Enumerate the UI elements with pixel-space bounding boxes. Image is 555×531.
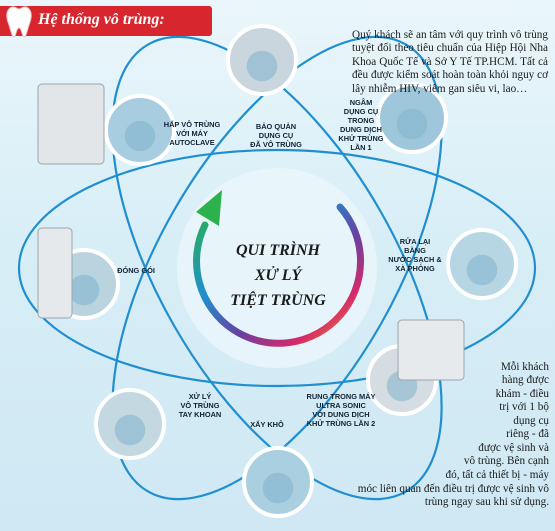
photo-autoclave-figure (124, 120, 156, 152)
step-label-hap: HẤP VÔ TRÙNG VỚI MÁY AUTOCLAVE (163, 120, 221, 147)
step-label-rung: RUNG TRONG MÁY ULTRA SONIC VỚI DUNG DỊCH… (306, 392, 376, 428)
note-line: khám - điều (495, 388, 549, 400)
step-label-xu-ly: XỬ LÝ VÔ TRÙNG TAY KHOAN (178, 392, 222, 419)
note-line: vô trùng. Bên cạnh (463, 455, 549, 467)
note-line: dụng cụ (513, 415, 549, 427)
ellipse-tilted-a (111, 35, 443, 501)
page-title: Hệ thống vô trùng: (38, 11, 165, 28)
note-line: trị với 1 bộ (499, 401, 549, 413)
header-bar (0, 6, 212, 36)
photo-handpiece-figure (114, 414, 146, 446)
step-label-dong-goi: ĐÓNG GÓI (117, 266, 155, 275)
photo-packing-machine (37, 227, 73, 319)
ellipse-tilted-b (111, 35, 443, 501)
tooth-icon (6, 6, 32, 38)
center-title-line: XỬ LÝ (254, 267, 302, 284)
photo-nodes (37, 24, 518, 518)
step-label-rua: RỬA LẠI BẰNG NƯỚC SẠCH & XÀ PHÒNG (388, 237, 442, 273)
step-label-ngam: NGÂM DỤNG CỤ TRONG DUNG DỊCH KHỬ TRÙNG L… (338, 98, 384, 152)
intro-paragraph: Quý khách sẽ an tâm với quy trình vô trù… (352, 29, 548, 95)
center-title-line: QUI TRÌNH (235, 242, 320, 259)
step-label-say: XẤY KHÔ (250, 420, 284, 429)
photo-packing-figure (68, 274, 100, 306)
photo-storage-shelf-figure (246, 50, 278, 82)
note-line: Mỗi khách (500, 361, 549, 373)
center-disc (177, 168, 377, 368)
cycle-arrow-arc (193, 203, 365, 347)
photo-rinsing-figure (466, 254, 498, 286)
ellipse-horizontal (17, 148, 537, 388)
step-label-bao-quan: BẢO QUẢN DỤNG CỤ ĐÃ VÔ TRÙNG (250, 122, 302, 149)
photo-soaking-figure (396, 108, 428, 140)
photo-autoclave-machine (37, 83, 105, 165)
note-line: hàng được (501, 374, 549, 386)
center-title: QUI TRÌNH XỬ LÝ TIỆT TRÙNG (198, 238, 358, 313)
cycle-arrow-head (196, 190, 222, 226)
center-title-line: TIỆT TRÙNG (230, 292, 326, 309)
note-line: riêng - đã (506, 428, 549, 440)
photo-ultrasonic-machine (397, 319, 465, 381)
note-line: móc liên quan đến điều trị được vệ sinh … (357, 483, 549, 495)
note-line: trùng ngay sau khi sử dụng. (424, 496, 549, 508)
photo-drying-figure (262, 472, 294, 504)
note-line: đó, tất cả thiết bị - máy (445, 469, 549, 481)
note-line: được vệ sinh và (478, 442, 549, 454)
